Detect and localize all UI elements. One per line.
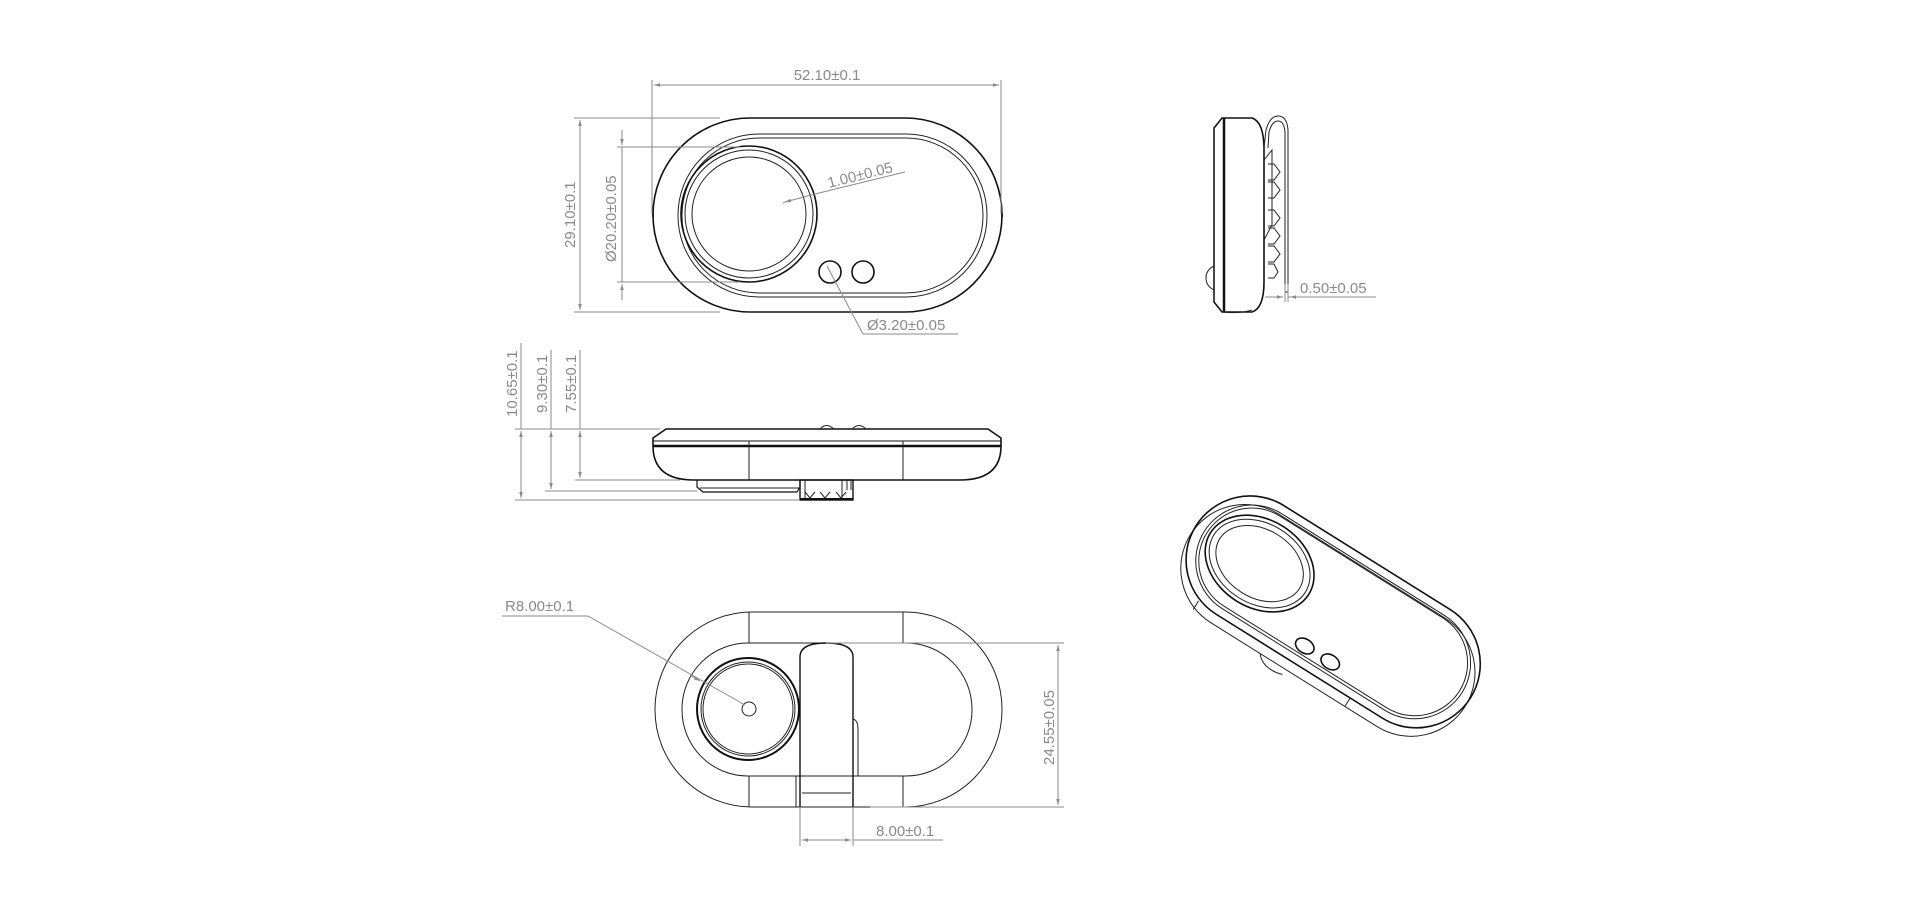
dim-body-plus-base: 9.30±0.1 [534,355,551,413]
button-2 [851,260,875,284]
front-side-dimensions: 10.65±0.1 9.30±0.1 7.55±0.1 [504,343,800,501]
dim-body-thickness: 7.55±0.1 [563,355,580,413]
top-view-dimensions: 52.10±0.1 29.10±0.1 Ø20.20±0.05 1.00±0.0… [562,67,1002,335]
dim-clip-width: 8.00±0.1 [876,823,934,840]
clip-teeth [1263,148,1281,279]
bottom-view-dimensions: R8.00±0.1 24.55±0.05 8.00±0.1 [502,598,1064,846]
isometric-view [1180,495,1482,737]
dim-lens-diameter: Ø20.20±0.05 [603,175,620,262]
front-side-view [652,425,1002,501]
dim-lens-rim: 1.00±0.05 [826,159,895,192]
right-side-dimensions: 0.50±0.05 [1265,280,1376,302]
dim-button-diameter: Ø3.20±0.05 [867,317,945,334]
right-side-view [1205,115,1289,314]
dim-back-inner-height: 24.55±0.05 [1041,690,1058,765]
top-view [652,117,1003,313]
dim-overall-height: 29.10±0.1 [562,181,579,248]
button-1 [818,260,842,284]
lens-outer-ring [680,145,818,283]
dim-back-radius: R8.00±0.1 [505,598,574,615]
lens-center-mark [741,701,757,717]
bottom-view [654,611,1003,808]
dim-clip-thickness: 0.50±0.05 [1300,280,1367,297]
dim-overall-length: 52.10±0.1 [794,67,861,84]
dim-total-thickness: 10.65±0.1 [504,350,521,417]
